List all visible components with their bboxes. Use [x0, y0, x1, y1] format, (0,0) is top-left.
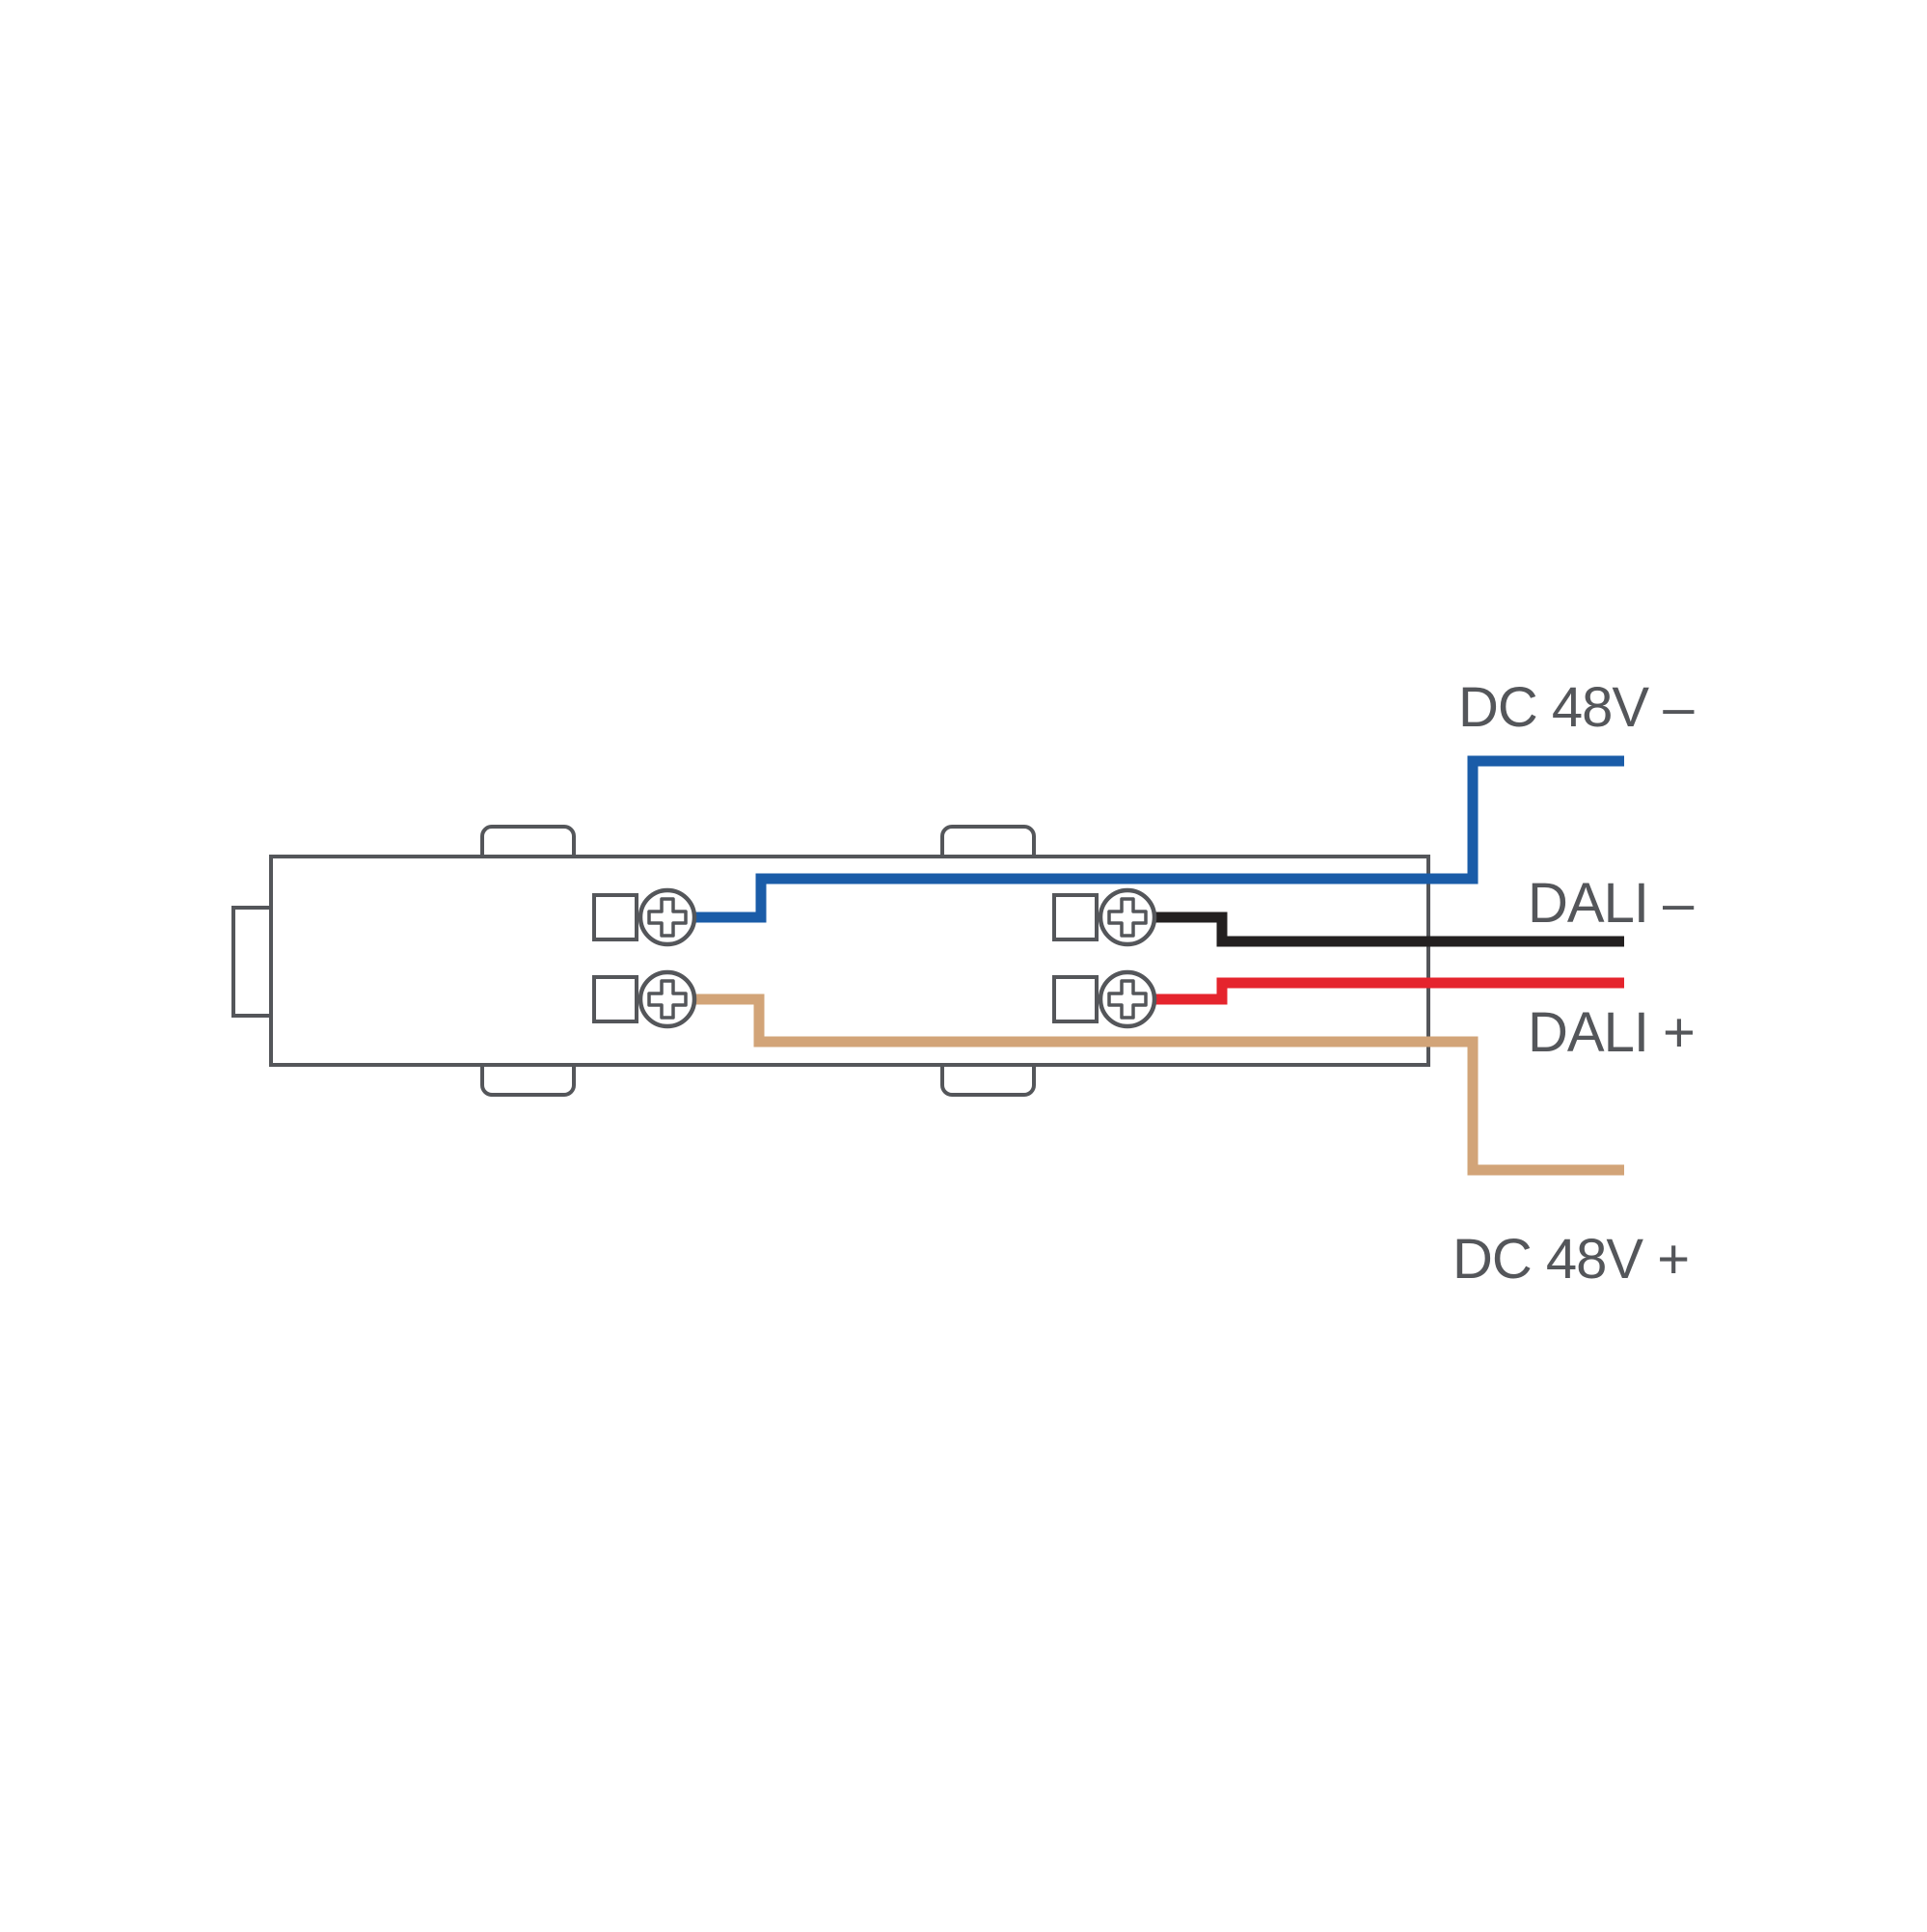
screw-cross-icon	[647, 897, 688, 938]
track-body	[269, 855, 1430, 1067]
label-dc-48v-negative: DC 48V –	[1458, 676, 1695, 739]
terminal-screw-left-top	[638, 887, 697, 947]
screw-cross-icon	[1107, 979, 1148, 1020]
terminal-slot-right-top	[1052, 893, 1099, 941]
wire-dali-positive	[1127, 977, 1624, 1005]
wire-dc-48v-positive	[667, 993, 1624, 1176]
label-dc-48v-positive: DC 48V +	[1452, 1228, 1689, 1291]
terminal-slot-right-bottom	[1052, 975, 1099, 1023]
terminal-screw-right-top	[1098, 887, 1157, 947]
wire-dc-48v-negative	[667, 755, 1624, 923]
terminal-slot-left-bottom	[592, 975, 638, 1023]
screw-cross-icon	[647, 979, 688, 1020]
end-connector	[231, 906, 276, 1018]
wire-dali-negative	[1127, 912, 1624, 947]
screw-cross-icon	[1107, 897, 1148, 938]
terminal-slot-left-top	[592, 893, 638, 941]
terminal-screw-right-bottom	[1098, 969, 1157, 1029]
terminal-screw-left-bottom	[638, 969, 697, 1029]
label-dali-negative: DALI –	[1528, 872, 1695, 935]
label-dali-positive: DALI +	[1528, 1001, 1695, 1064]
